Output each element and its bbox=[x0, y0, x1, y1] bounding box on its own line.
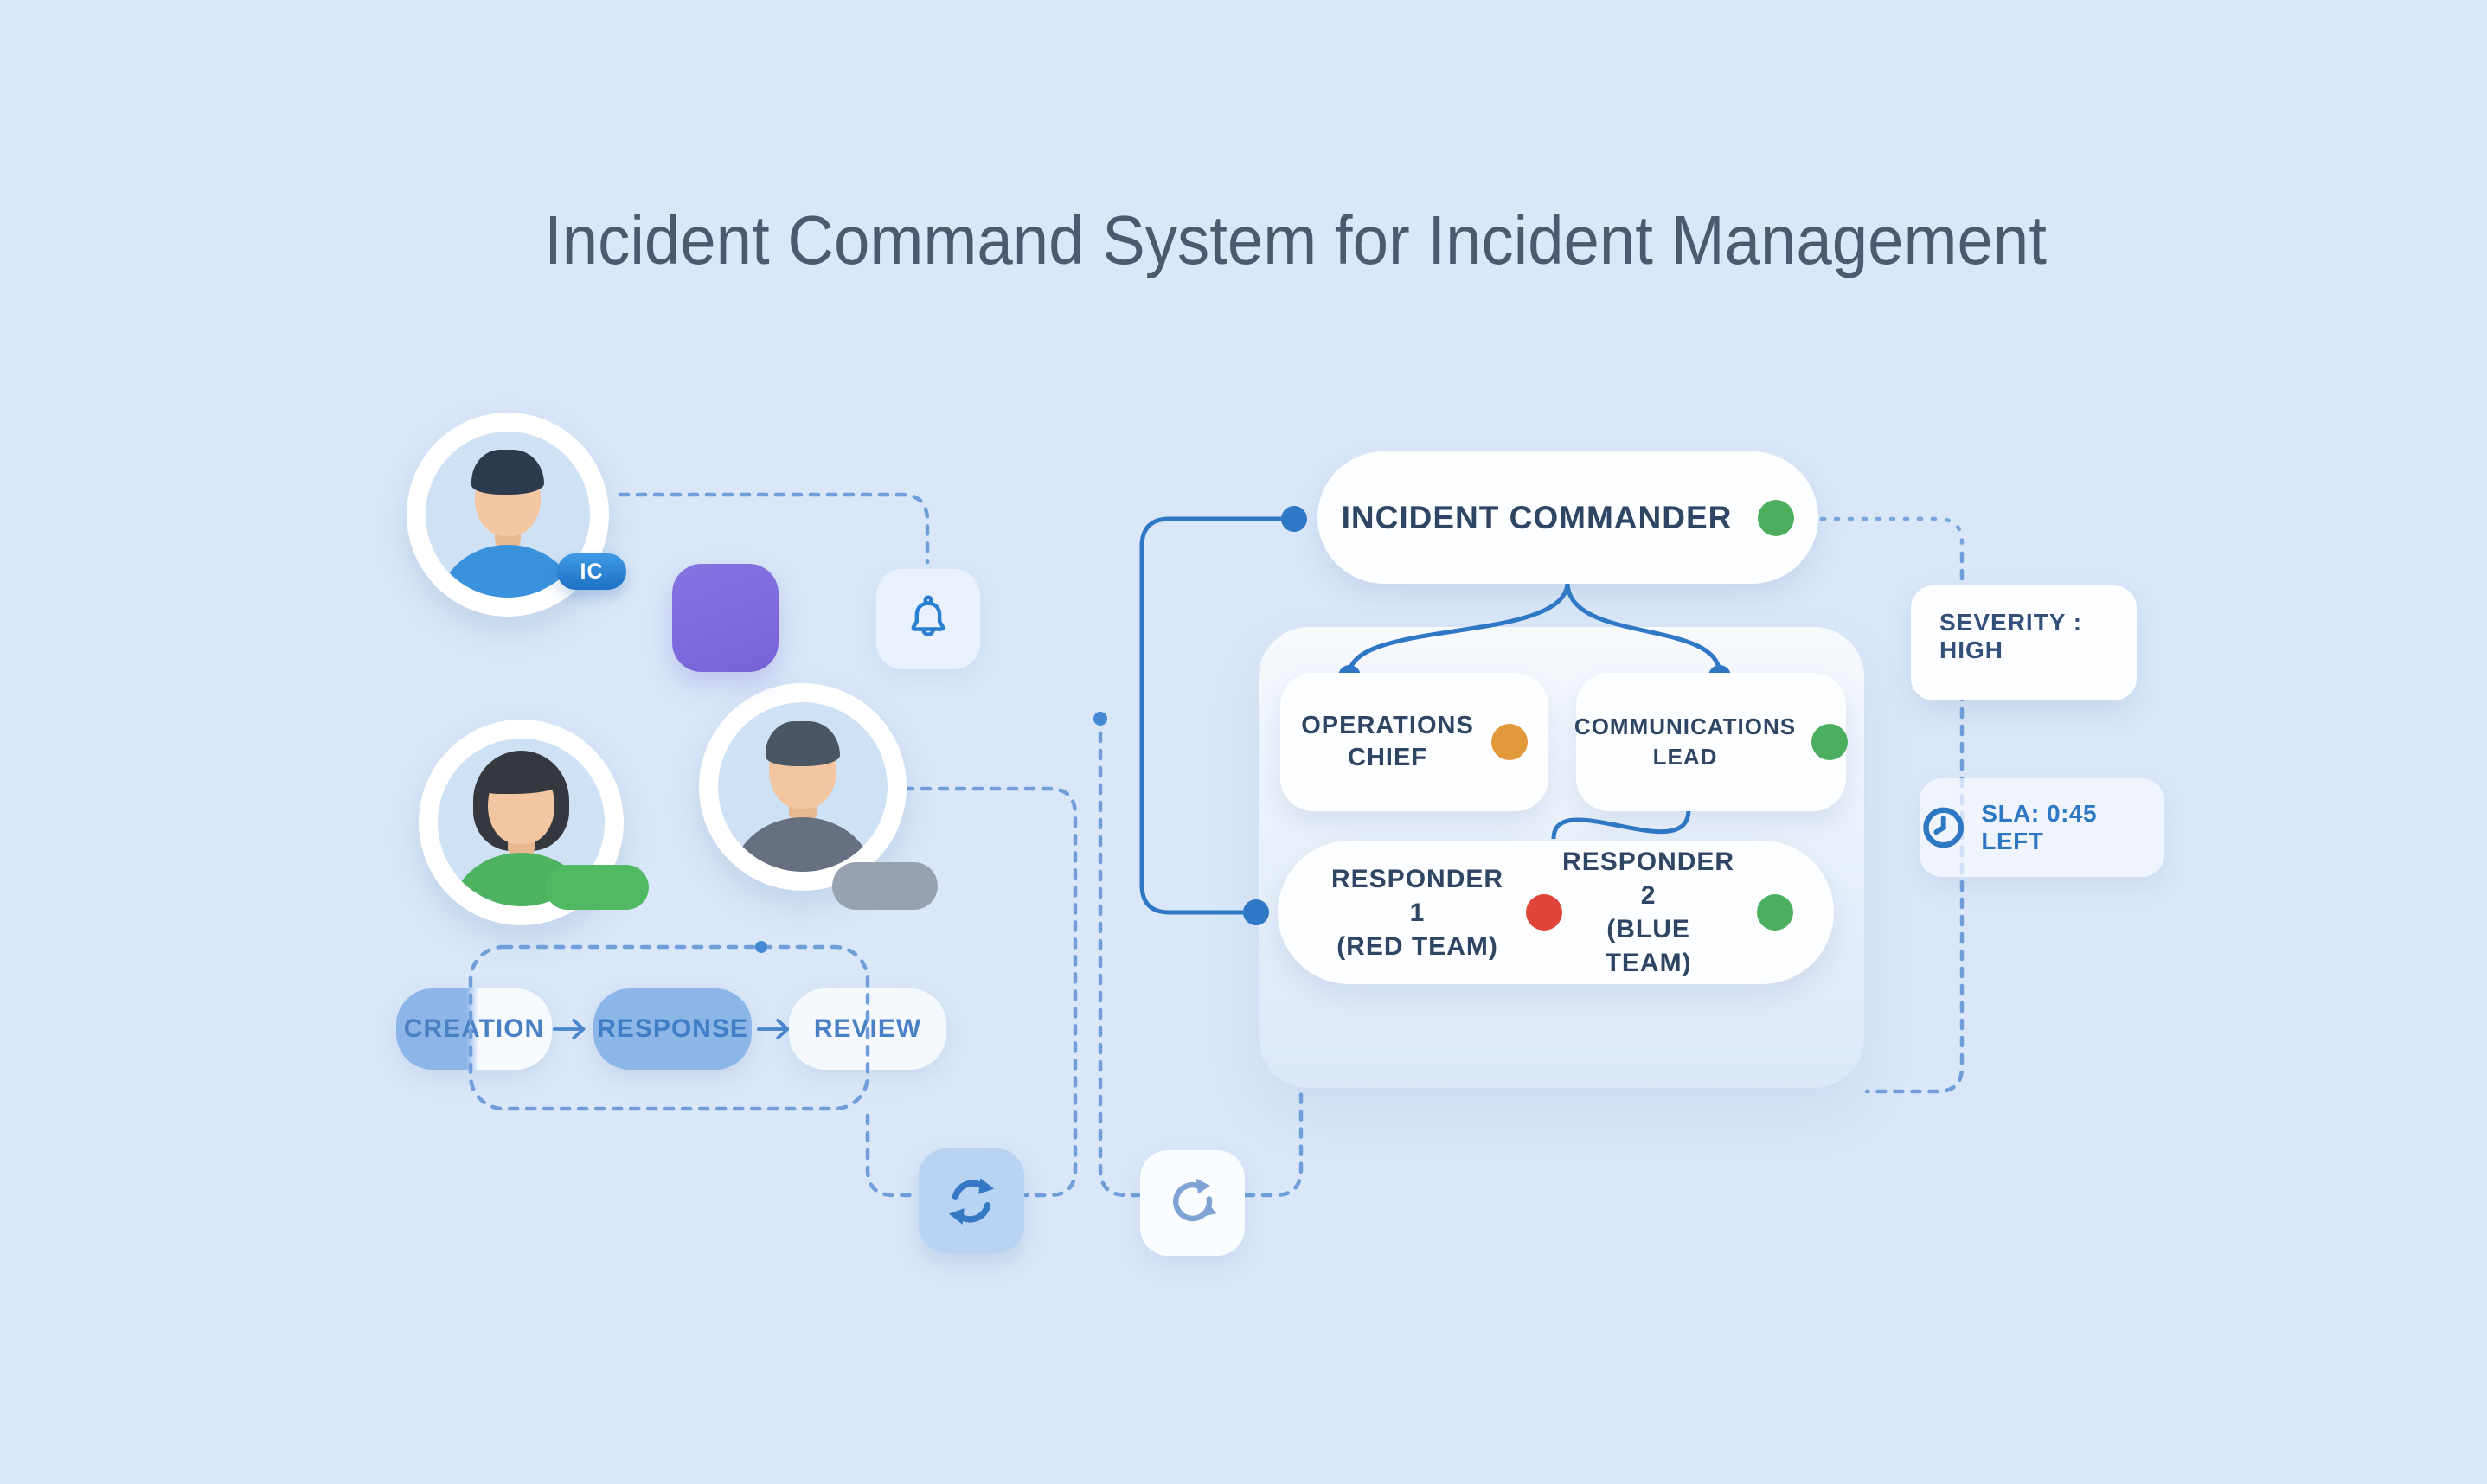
severity-label: SEVERITY : HIGH bbox=[1939, 609, 2083, 663]
avatar-team-member-gray bbox=[699, 683, 938, 910]
green-badge bbox=[545, 865, 649, 910]
avatar-illustration bbox=[718, 702, 888, 872]
node-label: RESPONDER 2(BLUE TEAM) bbox=[1562, 848, 1735, 977]
purple-tile bbox=[672, 564, 779, 672]
sla-badge: SLA: 0:45 LEFT bbox=[1920, 778, 2164, 877]
status-dot-green bbox=[1811, 724, 1849, 760]
node-label: INCIDENT COMMANDER bbox=[1341, 499, 1733, 535]
ic-badge: IC bbox=[557, 553, 626, 590]
node-incident-commander: INCIDENT COMMANDER bbox=[1317, 451, 1818, 584]
gray-badge bbox=[832, 862, 938, 910]
flow-step-review: REVIEW bbox=[789, 988, 946, 1070]
status-dot-orange bbox=[1490, 724, 1528, 760]
node-label: RESPONDER 1(RED TEAM) bbox=[1331, 864, 1504, 961]
avatar-illustration bbox=[426, 432, 590, 598]
severity-badge: SEVERITY : HIGH bbox=[1911, 585, 2137, 700]
avatar-incident-commander: IC bbox=[407, 413, 626, 617]
clock-icon bbox=[1923, 807, 1965, 848]
avatar-team-member-green bbox=[419, 720, 649, 925]
status-dot-green bbox=[1757, 894, 1794, 931]
status-dot-green bbox=[1758, 499, 1795, 536]
sla-label: SLA: 0:45 LEFT bbox=[1981, 800, 2098, 854]
responder-1: RESPONDER 1(RED TEAM) bbox=[1331, 862, 1563, 963]
node-responders: RESPONDER 1(RED TEAM) RESPONDER 2(BLUE T… bbox=[1278, 841, 1834, 984]
notification-tile bbox=[876, 569, 980, 669]
arrow-right-icon bbox=[552, 1018, 586, 1040]
status-dot-red bbox=[1526, 894, 1563, 931]
bell-icon bbox=[911, 595, 945, 636]
responder-2: RESPONDER 2(BLUE TEAM) bbox=[1562, 845, 1794, 980]
sync-tile bbox=[919, 1148, 1024, 1253]
flow-step-creation: CREATION bbox=[396, 988, 552, 1070]
sync-icon bbox=[948, 1177, 995, 1225]
refresh-tile bbox=[1140, 1150, 1245, 1256]
flow-step-response: RESPONSE bbox=[593, 988, 752, 1070]
page-title: Incident Command System for Incident Man… bbox=[544, 201, 2047, 278]
refresh-icon bbox=[1172, 1178, 1216, 1222]
